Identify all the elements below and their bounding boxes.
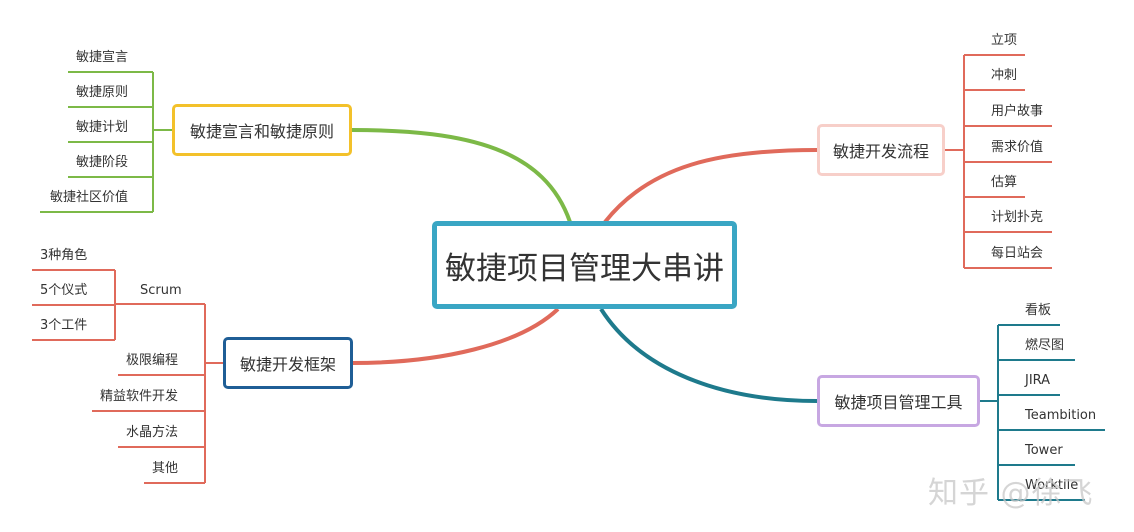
framework-leaf-lines	[32, 269, 223, 484]
leaf-requirement-value[interactable]: 需求价值	[991, 140, 1044, 155]
connector-tools	[599, 307, 818, 403]
leaf-crystal-method[interactable]: 水晶方法	[126, 425, 179, 440]
connector-manifesto	[351, 128, 572, 223]
leaf-scrum-ceremonies[interactable]: 5个仪式	[40, 283, 88, 298]
flow-leaf-lines	[945, 54, 1052, 269]
leaf-tower[interactable]: Tower	[1025, 443, 1063, 458]
branch-manifesto[interactable]: 敏捷宣言和敏捷原则	[172, 104, 352, 156]
leaf-principles[interactable]: 敏捷原则	[76, 85, 129, 100]
connector-flow	[603, 148, 818, 224]
leaf-extreme-programming[interactable]: 极限编程	[126, 353, 179, 368]
leaf-estimation[interactable]: 估算	[991, 175, 1018, 190]
central-topic[interactable]: 敏捷项目管理大串讲	[432, 221, 737, 309]
leaf-scrum[interactable]: Scrum	[140, 283, 182, 298]
leaf-manifesto[interactable]: 敏捷宣言	[76, 50, 129, 65]
leaf-burndown[interactable]: 燃尽图	[1025, 338, 1065, 353]
leaf-lean-development[interactable]: 精益软件开发	[100, 389, 179, 404]
leaf-jira[interactable]: JIRA	[1025, 373, 1051, 388]
leaf-user-story[interactable]: 用户故事	[991, 104, 1044, 119]
branch-framework[interactable]: 敏捷开发框架	[223, 337, 353, 389]
leaf-worktile[interactable]: Worktile	[1025, 478, 1079, 493]
leaf-teambition[interactable]: Teambition	[1025, 408, 1097, 423]
manifesto-leaf-lines	[40, 71, 172, 213]
leaf-community-values[interactable]: 敏捷社区价值	[50, 190, 129, 205]
branch-tools[interactable]: 敏捷项目管理工具	[817, 375, 980, 427]
leaf-other[interactable]: 其他	[152, 461, 179, 476]
leaf-kanban[interactable]: 看板	[1025, 303, 1052, 318]
leaf-planning[interactable]: 敏捷计划	[76, 120, 129, 135]
leaf-planning-poker[interactable]: 计划扑克	[991, 210, 1044, 225]
leaf-scrum-artifacts[interactable]: 3个工件	[40, 318, 88, 333]
tools-leaf-lines	[980, 324, 1105, 501]
branch-flow[interactable]: 敏捷开发流程	[817, 124, 945, 176]
leaf-daily-standup[interactable]: 每日站会	[991, 246, 1044, 261]
connector-framework	[352, 307, 560, 365]
leaf-sprint[interactable]: 冲刺	[991, 68, 1018, 83]
watermark-text: 知乎 @徐飞	[928, 476, 1094, 511]
leaf-initiation[interactable]: 立项	[991, 33, 1018, 48]
leaf-scrum-roles[interactable]: 3种角色	[40, 248, 88, 263]
leaf-phases[interactable]: 敏捷阶段	[76, 155, 129, 170]
